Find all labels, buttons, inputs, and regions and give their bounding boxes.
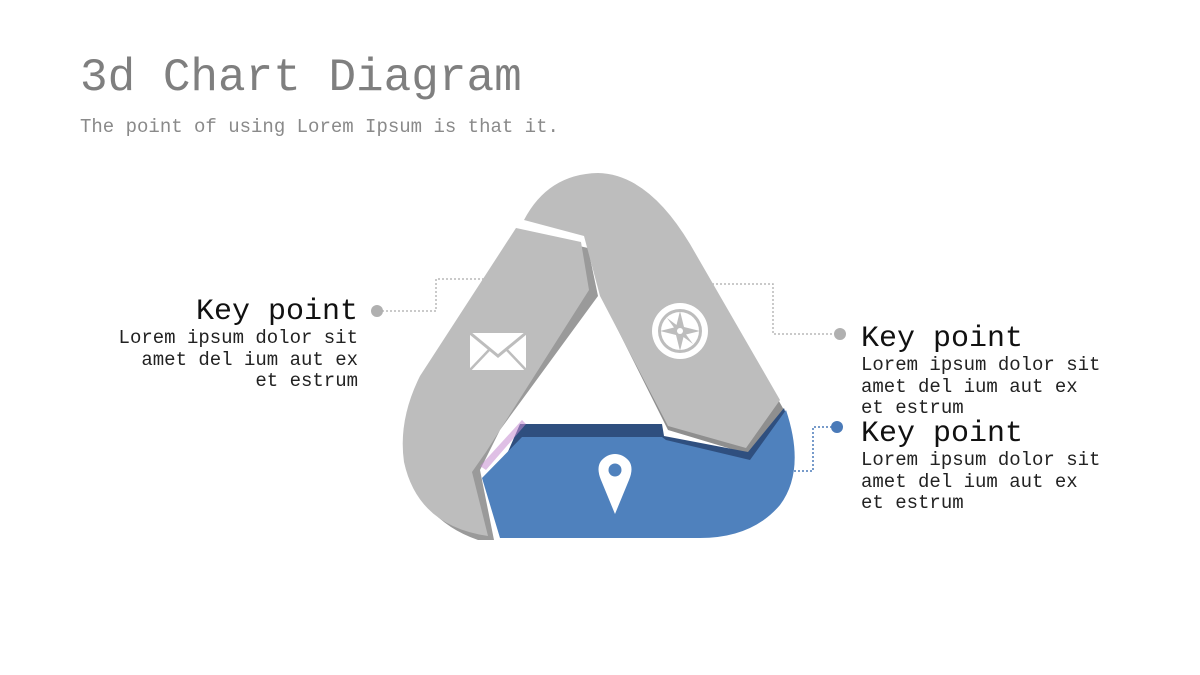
key-point-body: Lorem ipsum dolor sit amet del ium aut e…: [118, 327, 358, 392]
slide-title: 3d Chart Diagram: [80, 52, 522, 104]
key-point-heading: Key point: [861, 322, 1024, 356]
connector-dot-right-top: [834, 328, 846, 340]
slide-subtitle: The point of using Lorem Ipsum is that i…: [80, 116, 559, 138]
key-point-body: Lorem ipsum dolor sit amet del ium aut e…: [861, 449, 1101, 514]
key-point-right-bottom: Key point Lorem ipsum dolor sit amet del…: [861, 418, 1111, 515]
segment-right: [524, 173, 780, 448]
key-point-heading: Key point: [861, 417, 1024, 451]
segment-bottom: [482, 410, 795, 538]
connector-right-top: [708, 283, 846, 340]
connector-right-bottom: [794, 421, 843, 472]
key-point-left: Key point Lorem ipsum dolor sit amet del…: [108, 296, 358, 393]
segment-left: [402, 228, 589, 536]
connector-left: [371, 278, 495, 317]
key-point-heading: Key point: [195, 295, 358, 329]
segment-bottom-edge: [480, 420, 526, 470]
key-point-body: Lorem ipsum dolor sit amet del ium aut e…: [861, 354, 1101, 419]
location-pin-icon: [598, 454, 632, 514]
connector-dot-right-bottom: [831, 421, 843, 433]
compass-icon: [652, 303, 708, 359]
key-point-right-top: Key point Lorem ipsum dolor sit amet del…: [861, 323, 1111, 420]
connector-dot-left: [371, 305, 383, 317]
mail-icon: [469, 331, 527, 371]
